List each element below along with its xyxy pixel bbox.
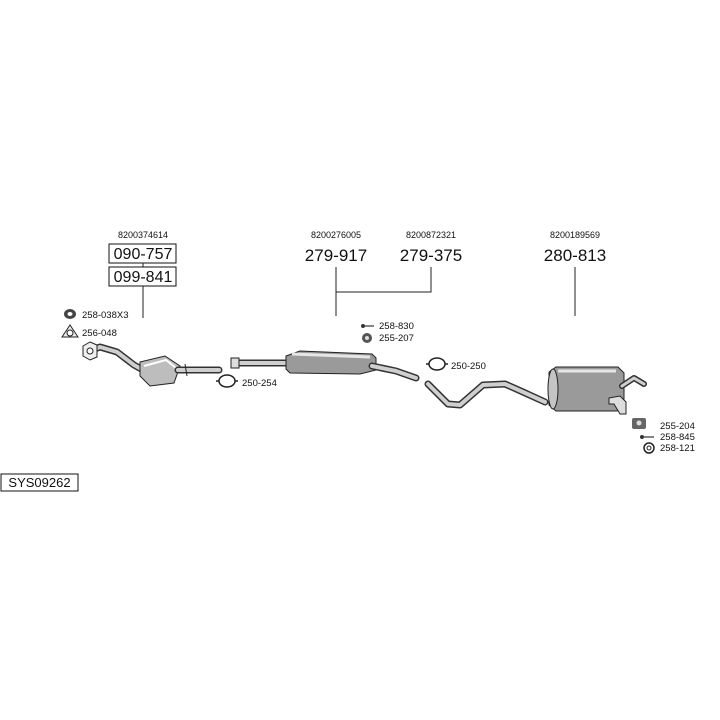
label-rubber-rear[interactable]: 255-204	[660, 421, 695, 432]
clamp-icon	[426, 357, 448, 371]
label-bolt-rear[interactable]: 258-845	[660, 432, 695, 443]
ring-icon	[643, 442, 655, 454]
leader-line-center	[335, 267, 432, 316]
rear-silencer-drawing[interactable]	[424, 366, 647, 415]
oe-number-center-b: 8200872321	[406, 230, 456, 240]
part-number-rear[interactable]: 280-813	[544, 246, 606, 265]
system-code: SYS09262	[8, 475, 70, 490]
clamp-icon	[216, 374, 238, 388]
oe-number-rear: 8200189569	[550, 230, 600, 240]
label-gasket-set[interactable]: 258-038X3	[82, 310, 128, 321]
center-silencer-drawing[interactable]	[230, 350, 420, 382]
label-bolt-mid[interactable]: 258-830	[379, 321, 414, 332]
part-number-catalyst[interactable]: 090-757	[114, 246, 173, 263]
bolt-icon	[640, 435, 654, 439]
label-clamp-rear[interactable]: 250-250	[451, 361, 486, 372]
part-number-center-b[interactable]: 279-375	[400, 246, 462, 265]
system-code-box	[0, 473, 79, 492]
label-clamp-front[interactable]: 250-254	[242, 378, 277, 389]
rubber-hanger-icon	[632, 418, 646, 429]
label-rubber-mid[interactable]: 255-207	[379, 333, 414, 344]
label-ring-rear[interactable]: 258-121	[660, 443, 695, 454]
oe-number-front: 8200374614	[118, 230, 168, 240]
oe-number-center-a: 8200276005	[311, 230, 361, 240]
front-pipe-catalyst-drawing[interactable]	[82, 341, 223, 387]
part-number-front-pipe[interactable]: 099-841	[114, 269, 173, 286]
label-front-ring[interactable]: 256-048	[82, 328, 117, 339]
rubber-mount-icon	[362, 333, 372, 343]
gasket-icon	[64, 309, 76, 319]
bolt-icon	[361, 324, 374, 328]
ring-gasket-icon	[61, 324, 79, 338]
part-number-center-a[interactable]: 279-917	[305, 246, 367, 265]
